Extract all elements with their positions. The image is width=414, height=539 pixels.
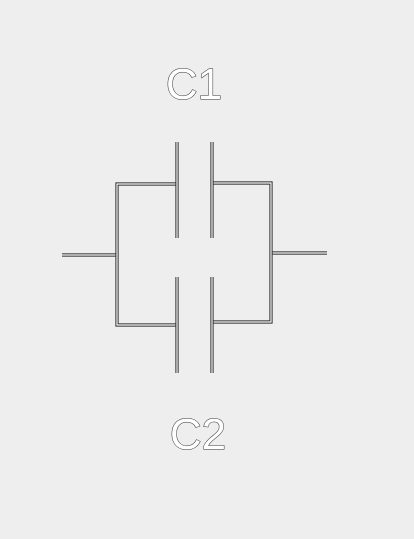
right-bus-wire [212,181,273,324]
capacitor-c1-label: C1 [166,60,222,109]
capacitor-c2-symbol [175,277,214,373]
capacitor-c2-label: C2 [170,410,226,459]
left-bus-wire [115,182,177,327]
capacitor-c1-symbol [175,142,214,238]
